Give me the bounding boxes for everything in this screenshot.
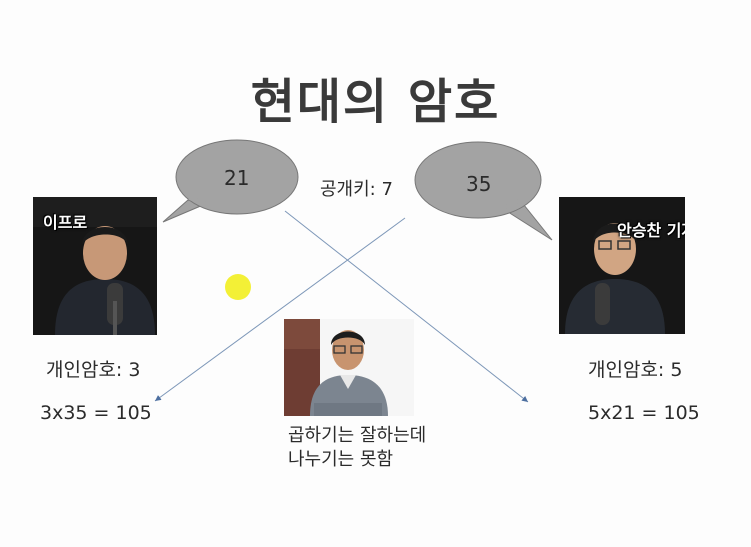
left-person-photo: 이프로 (33, 197, 157, 335)
left-person-name-tag: 이프로 (43, 213, 88, 232)
right-bubble-value: 35 (466, 172, 492, 196)
center-caption: 곱하기는 잘하는데 나누기는 못함 (288, 424, 426, 472)
left-private-key: 개인암호: 3 (46, 359, 141, 381)
arrow-to-left (154, 217, 406, 402)
left-bubble-value: 21 (224, 166, 250, 190)
center-person-photo (284, 319, 414, 416)
right-person-photo: 안승찬 기자 (559, 197, 685, 334)
center-caption-line-2: 나누기는 못함 (288, 449, 394, 470)
right-private-key: 개인암호: 5 (588, 359, 683, 381)
slide-title: 현대의 암호 (250, 74, 501, 130)
arrow-to-right (284, 210, 529, 403)
center-caption-line-1: 곱하기는 잘하는데 (288, 425, 427, 446)
right-speech-bubble (414, 141, 553, 241)
right-person-name-tag: 안승찬 기자 (617, 221, 685, 240)
public-key-label: 공개키: 7 (320, 179, 393, 200)
cursor-highlight (225, 274, 251, 300)
right-calculation: 5x21 = 105 (588, 402, 700, 424)
left-speech-bubble (162, 139, 299, 223)
left-calculation: 3x35 = 105 (40, 402, 152, 424)
